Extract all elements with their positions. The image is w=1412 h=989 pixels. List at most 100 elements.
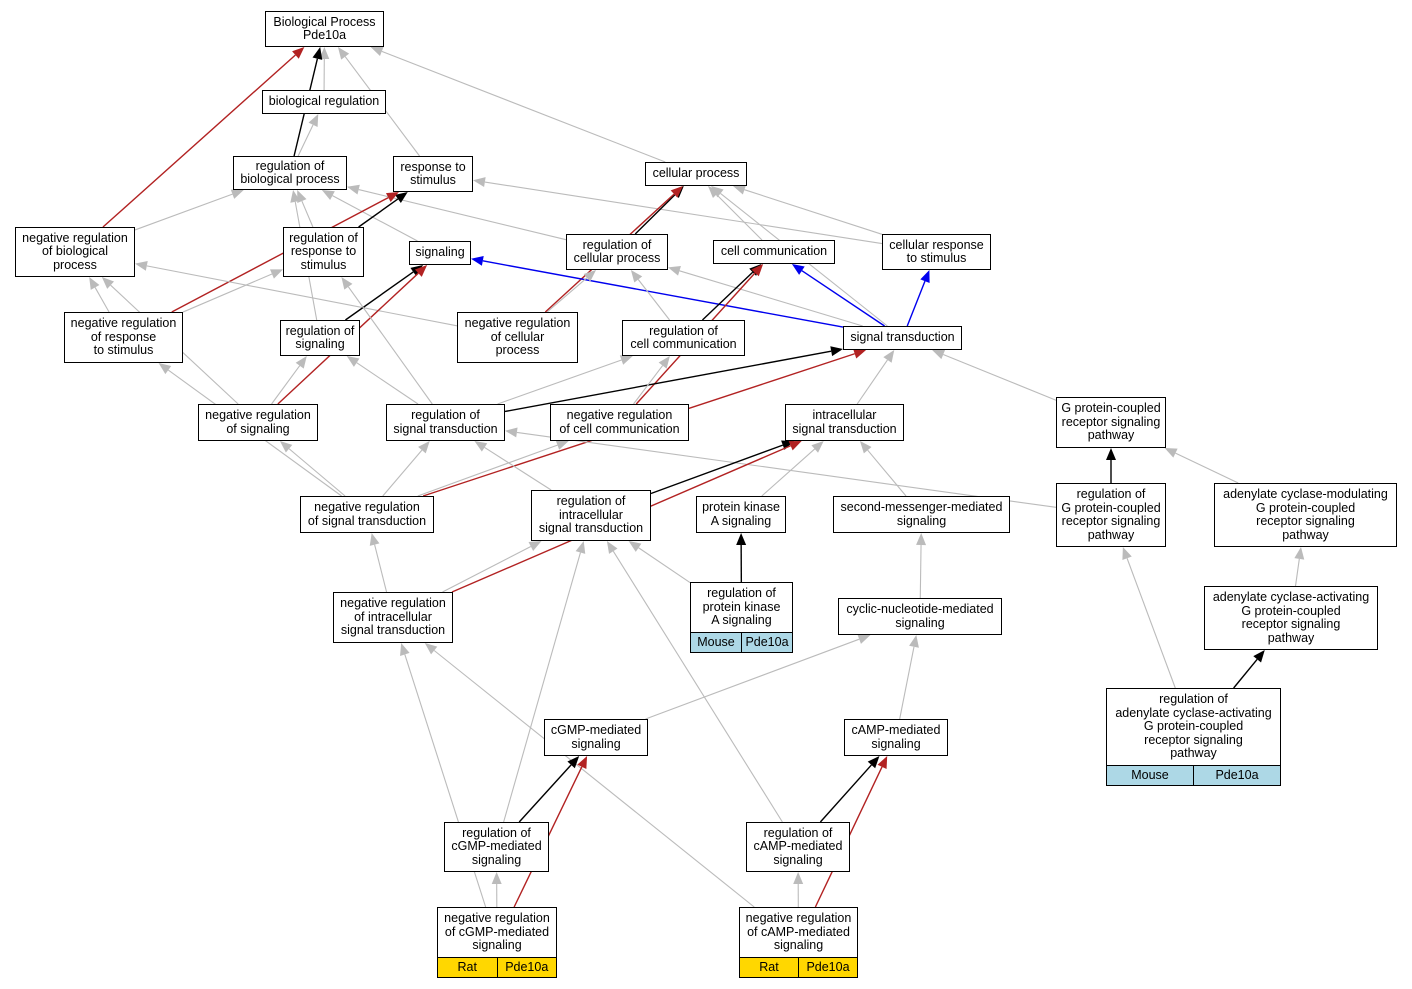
term-node-smm[interactable]: second-messenger-mediated signaling [833,496,1010,533]
edge-arrowhead [932,349,946,360]
edge-negst-to-negsig [288,448,346,497]
term-label: second-messenger-mediated signaling [840,500,1003,528]
annotation-gene: Pde10a [741,633,792,652]
term-node-regbp[interactable]: regulation of biological process [233,156,347,190]
edge-regcgmp-to-regist [503,552,581,823]
term-node-cellresp[interactable]: cellular response to stimulus [882,234,991,270]
edge-ist-to-st [856,359,888,405]
term-node-regist[interactable]: regulation of intracellular signal trans… [531,490,651,541]
edge-arrowhead [297,190,307,203]
edge-arrowhead [791,264,805,275]
term-label: cAMP-mediated signaling [851,723,941,751]
edge-arrowhead [295,356,307,369]
term-node-negist[interactable]: negative regulation of intracellular sig… [333,592,453,643]
edge-regacact-to-acact [1233,658,1258,689]
edge-negsig-to-regsig [271,365,301,405]
term-label: negative regulation of signal transducti… [307,500,427,528]
term-node-signaling[interactable]: signaling [409,241,471,265]
edge-arrowhead [370,46,384,57]
edge-cnm-to-smm [919,544,922,599]
term-node-camp[interactable]: cAMP-mediated signaling [844,719,948,756]
term-node-cellproc[interactable]: cellular process [645,162,747,186]
edge-arrowhead [270,269,283,279]
term-node-bp[interactable]: Biological Process Pde10a [265,11,384,47]
edge-arrowhead [424,643,438,655]
term-node-regst[interactable]: regulation of signal transduction [386,404,505,441]
term-node-negcamp[interactable]: negative regulation of cAMP-mediated sig… [739,907,858,978]
term-label: biological regulation [268,94,380,109]
edge-regst-to-regcc [497,359,622,405]
term-node-regpka[interactable]: regulation of protein kinase A signaling… [690,582,793,653]
edge-pka-to-ist [761,448,816,497]
term-label: negative regulation of response to stimu… [70,316,177,358]
edge-arrowhead [337,47,350,60]
edge-regcamp-to-regist [612,550,783,823]
edge-regcell-to-cellproc [634,193,676,235]
edge-negcamp-to-negist [433,650,755,908]
term-label: regulation of G protein-coupled receptor… [1061,487,1161,542]
term-node-negresp[interactable]: negative regulation of response to stimu… [64,312,183,363]
edge-cellresp-to-resp [484,181,883,245]
term-label: regulation of signal transduction [393,408,498,436]
term-node-st[interactable]: signal transduction [843,326,962,350]
term-label: negative regulation of cAMP-mediated sig… [745,911,852,953]
edge-arrowhead [414,265,428,277]
edge-arrowhead [733,184,746,195]
term-node-acmod[interactable]: adenylate cyclase-modulating G protein-c… [1214,483,1397,547]
edge-st-to-cellresp [906,280,926,327]
term-node-negbp[interactable]: negative regulation of biological proces… [15,227,135,277]
term-label: regulation of protein kinase A signaling [702,586,781,628]
term-node-ist[interactable]: intracellular signal transduction [785,404,904,441]
term-node-acact[interactable]: adenylate cyclase-activating G protein-c… [1204,586,1378,650]
term-node-negcell[interactable]: negative regulation of cellular process [457,312,578,363]
annotation-species: Mouse [1131,767,1169,782]
term-node-bioreg[interactable]: biological regulation [262,90,386,114]
edge-st-to-cellcomm [801,270,885,327]
term-node-reggpcr[interactable]: regulation of G protein-coupled receptor… [1056,483,1166,547]
edge-arrowhead [1122,547,1132,560]
term-node-gpcr[interactable]: G protein-coupled receptor signaling pat… [1056,397,1166,448]
term-label: regulation of intracellular signal trans… [538,494,644,536]
edge-negresp-to-resp [171,196,389,313]
term-node-negcgmp[interactable]: negative regulation of cGMP-mediated sig… [437,907,557,978]
edge-regpka-to-regist [638,547,691,584]
edge-regst-to-regsig [356,362,419,405]
edge-negcc-to-regcc [633,365,664,405]
term-node-negsig[interactable]: negative regulation of signaling [198,404,318,441]
term-node-cgmp[interactable]: cGMP-mediated signaling [544,719,648,756]
term-label: regulation of signaling [285,323,355,351]
term-node-regsig[interactable]: regulation of signaling [280,320,360,356]
term-node-regacact[interactable]: regulation of adenylate cyclase-activati… [1106,688,1281,786]
term-node-regcell[interactable]: regulation of cellular process [566,234,668,270]
edge-arrowhead [577,756,588,769]
term-node-negcc[interactable]: negative regulation of cell communicatio… [550,404,689,441]
edge-arrowhead [158,363,172,375]
edge-arrowhead [811,441,824,453]
term-node-regresp[interactable]: regulation of response to stimulus [283,227,364,277]
term-label: negative regulation of cell communicatio… [559,408,680,436]
term-node-regcamp[interactable]: regulation of cAMP-mediated signaling [746,822,850,872]
term-node-pka[interactable]: protein kinase A signaling [696,496,786,533]
term-node-negst[interactable]: negative regulation of signal transducti… [300,496,434,533]
term-node-cellcomm[interactable]: cell communication [713,240,835,264]
edge-regcc-to-cellcomm [701,271,754,321]
edge-negist-to-negst [374,544,388,593]
term-node-regcgmp[interactable]: regulation of cGMP-mediated signaling [444,822,549,872]
edge-negbp-to-regbp [134,193,233,231]
edge-arrowhead [89,277,100,290]
edge-arrowhead [528,541,542,551]
edge-negist-to-regist [442,546,532,593]
term-node-regcc[interactable]: regulation of cell communication [622,320,745,356]
edge-regist-to-regst [484,446,552,491]
edge-arrowhead [909,635,919,648]
edge-negcell-to-regcell [546,277,588,313]
term-label: adenylate cyclase-modulating G protein-c… [1223,487,1388,542]
edge-arrowhead [319,47,330,60]
annotation-gene: Pde10a [496,958,557,977]
term-node-cnm[interactable]: cyclic-nucleotide-mediated signaling [838,598,1002,635]
term-node-resp[interactable]: response to stimulus [393,156,473,192]
edge-arrowhead [395,192,408,204]
term-label: regulation of response to stimulus [289,230,358,272]
